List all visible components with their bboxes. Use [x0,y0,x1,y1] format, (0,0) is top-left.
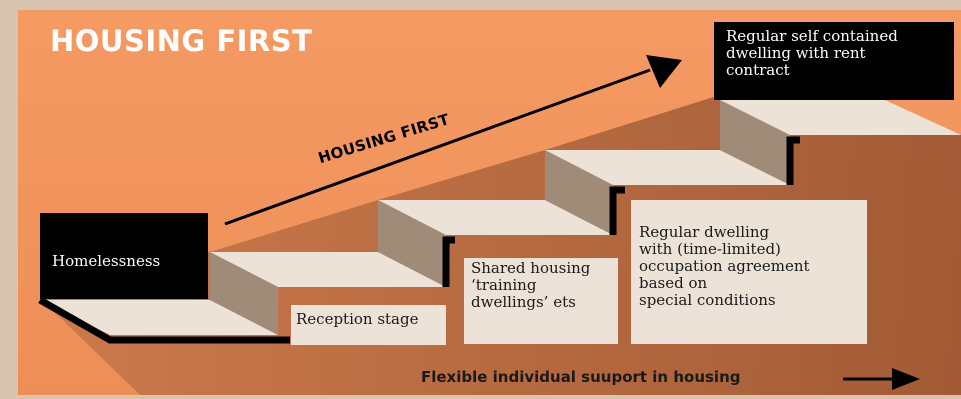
step-1-top [210,252,446,287]
step-4-top [720,100,961,135]
step-shared-housing-label: Shared housing ‘training dwellings’ ets [464,258,618,344]
step-1-edge [38,296,290,344]
page-title: HOUSING FIRST [50,24,313,58]
step-3-top [545,150,790,185]
step-1-tread [40,300,278,335]
step-2-riser [378,200,446,287]
support-caption: Flexible individual suuport in housing [421,368,741,386]
step-4-edge [786,136,800,185]
step-3-riser [545,150,613,235]
step-self-contained-label: Regular self contained dwelling with ren… [714,22,954,100]
step-regular-dwelling-label: Regular dwelling with (time-limited) occ… [631,200,867,344]
step-homelessness-label: Homelessness [40,213,208,299]
step-3-edge [609,186,625,235]
step-2-edge [442,236,455,287]
housing-first-arrow-line [224,68,651,226]
support-arrow-head [892,368,920,390]
step-1-riser [210,252,278,335]
step-4-riser [720,100,790,185]
step-2-top [378,200,613,235]
step-reception-label: Reception stage [291,305,446,345]
housing-first-arrow-head [646,55,682,88]
